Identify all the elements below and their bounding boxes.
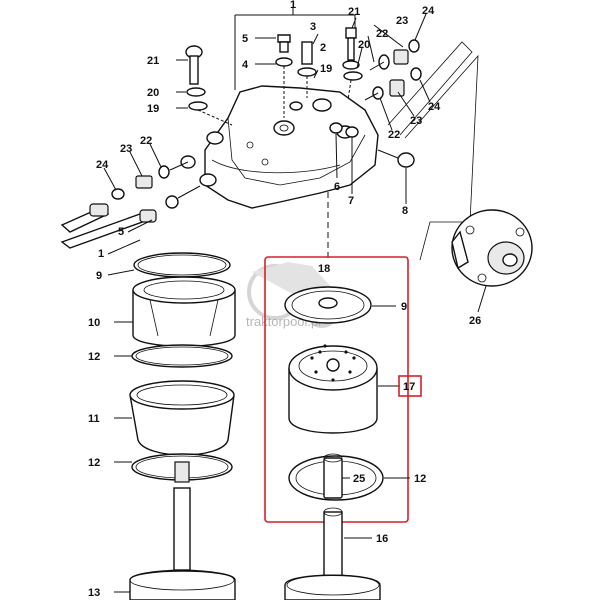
callout-12-right: 12 xyxy=(414,473,426,485)
callout-20-top: 20 xyxy=(358,39,370,51)
callout-19-left: 19 xyxy=(147,103,159,115)
callout-23-left: 23 xyxy=(120,143,132,155)
callout-24-right: 24 xyxy=(428,101,441,113)
callout-6: 6 xyxy=(334,181,340,193)
callout-25: 25 xyxy=(353,473,365,485)
callout-26: 26 xyxy=(469,315,481,327)
callout-11: 11 xyxy=(88,413,100,425)
flange-hub-26 xyxy=(451,209,533,287)
callout-5-left: 5 xyxy=(118,226,124,238)
callout-17: 17 xyxy=(403,381,415,393)
callout-1-left: 1 xyxy=(98,248,104,260)
callout-5-top: 5 xyxy=(242,33,248,45)
callout-8: 8 xyxy=(402,205,408,217)
callout-22-right: 22 xyxy=(388,129,400,141)
callout-9-left: 9 xyxy=(96,270,102,282)
callout-24-top: 24 xyxy=(422,5,435,17)
bolt-21-left xyxy=(185,45,233,126)
callout-22-top: 22 xyxy=(376,28,388,40)
callout-13: 13 xyxy=(88,587,100,599)
filter-stack-right xyxy=(284,286,384,600)
callout-4: 4 xyxy=(242,59,249,71)
banjo-bolt-21-top xyxy=(342,27,363,101)
callout-3: 3 xyxy=(310,21,316,33)
callout-2: 2 xyxy=(320,42,326,54)
callout-21-top: 21 xyxy=(348,6,360,18)
callout-16: 16 xyxy=(376,533,388,545)
bleed-screw-3 xyxy=(275,34,317,118)
callout-labels: 1 3 21 23 24 5 2 22 20 21 4 19 20 19 24 … xyxy=(88,0,481,599)
callout-22-left: 22 xyxy=(140,135,152,147)
filter-head-housing xyxy=(180,85,379,209)
callout-7: 7 xyxy=(348,195,354,207)
fitting-group-left xyxy=(111,161,189,200)
washers-6-7 xyxy=(329,122,359,138)
filter-stack-left xyxy=(129,252,236,600)
leader-lines xyxy=(103,13,487,593)
callout-23-right: 23 xyxy=(410,115,422,127)
callout-1-top: 1 xyxy=(290,0,296,11)
callout-18: 18 xyxy=(318,263,330,275)
callout-12-left: 12 xyxy=(88,351,100,363)
callout-20-left: 20 xyxy=(147,87,159,99)
callout-19-mid: 19 xyxy=(320,63,332,75)
callout-9-right: 9 xyxy=(401,301,407,313)
bolt-8 xyxy=(377,149,415,168)
fitting-group-top-right xyxy=(364,39,422,101)
callout-12-lower: 12 xyxy=(88,457,100,469)
callout-23-top: 23 xyxy=(396,15,408,27)
callout-10: 10 xyxy=(88,317,100,329)
bracket-part-1 xyxy=(234,8,356,90)
fuel-pipes-left xyxy=(60,185,201,249)
callout-24-left: 24 xyxy=(96,159,109,171)
callout-21-left: 21 xyxy=(147,55,159,67)
